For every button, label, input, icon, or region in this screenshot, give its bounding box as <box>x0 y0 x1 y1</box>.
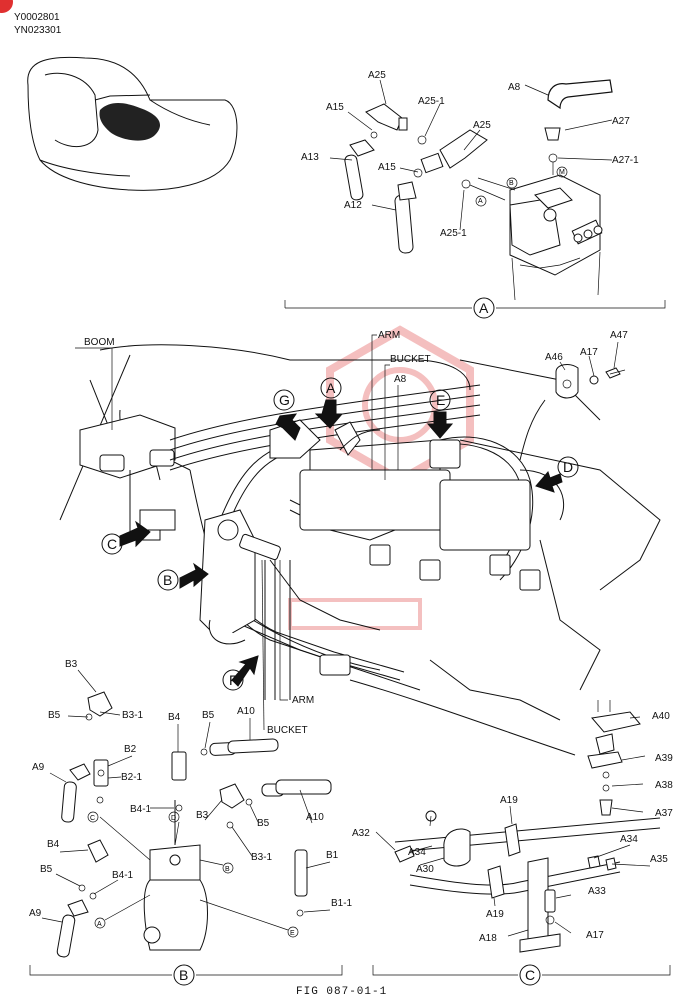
svg-text:B5: B5 <box>48 710 61 721</box>
port-tag-a: A <box>478 198 483 205</box>
svg-text:A9: A9 <box>29 908 42 919</box>
port-tag-m: M <box>559 169 565 176</box>
svg-text:A27-1: A27-1 <box>612 155 639 166</box>
corner-badge <box>0 0 13 13</box>
label-boom: BOOM <box>84 337 115 348</box>
svg-text:A38: A38 <box>655 780 673 791</box>
label-bucket-bottom: BUCKET <box>267 725 308 736</box>
port-tag-e: E <box>290 930 295 937</box>
svg-text:B2-1: B2-1 <box>121 772 143 783</box>
svg-text:A34: A34 <box>620 834 638 845</box>
label-bucket-top: BUCKET <box>390 354 431 365</box>
svg-text:A17: A17 <box>586 930 604 941</box>
svg-text:A15: A15 <box>378 162 396 173</box>
svg-text:A27: A27 <box>612 116 630 127</box>
port-tag-a2: A <box>97 921 102 928</box>
svg-text:B4-1: B4-1 <box>112 870 134 881</box>
svg-text:B4: B4 <box>47 839 60 850</box>
port-tag-c: C <box>90 815 95 822</box>
svg-text:B5: B5 <box>202 710 215 721</box>
view-marker-b: B <box>163 572 172 588</box>
header-code-1: Y0002801 <box>14 12 60 23</box>
detail-c: A40 A39 A38 A37 A19 A32 A34 A30 A34 A35 … <box>352 700 673 986</box>
svg-text:A10: A10 <box>306 812 324 823</box>
svg-text:B1: B1 <box>326 850 339 861</box>
svg-text:B3: B3 <box>65 659 78 670</box>
svg-text:A40: A40 <box>652 711 670 722</box>
detail-a-marker: A <box>479 300 489 316</box>
svg-text:A19: A19 <box>486 909 504 920</box>
svg-text:A33: A33 <box>588 886 606 897</box>
main-view: C B F G A E D BOOM ARM BUCKET A8 ARM BUC… <box>59 325 661 756</box>
svg-text:B3-1: B3-1 <box>122 710 144 721</box>
svg-text:A18: A18 <box>479 933 497 944</box>
svg-text:A25-1: A25-1 <box>440 228 467 239</box>
svg-text:B4-1: B4-1 <box>130 804 152 815</box>
label-arm-bottom: ARM <box>292 695 314 706</box>
svg-text:A30: A30 <box>416 864 434 875</box>
svg-text:A12: A12 <box>344 200 362 211</box>
port-tag-b2: B <box>225 866 230 873</box>
svg-text:B3-1: B3-1 <box>251 852 273 863</box>
label-a47: A47 <box>610 330 628 341</box>
svg-text:B1-1: B1-1 <box>331 898 353 909</box>
svg-text:A19: A19 <box>500 795 518 806</box>
svg-text:B2: B2 <box>124 744 137 755</box>
label-a46: A46 <box>545 352 563 363</box>
svg-text:A32: A32 <box>352 828 370 839</box>
svg-text:B3: B3 <box>196 810 209 821</box>
detail-a: B A M A25 A15 A25-1 A25 A13 A15 A12 A25-… <box>284 70 666 319</box>
detail-c-marker: C <box>525 967 535 983</box>
svg-text:A15: A15 <box>326 102 344 113</box>
svg-text:A34: A34 <box>408 847 426 858</box>
svg-text:A25: A25 <box>473 120 491 131</box>
label-arm-top: ARM <box>378 330 400 341</box>
detail-b: C D B A E B3 B5 B3-1 B2 A9 B2-1 B4 B5 A1… <box>29 659 353 986</box>
svg-text:B5: B5 <box>40 864 53 875</box>
svg-text:A37: A37 <box>655 808 673 819</box>
svg-text:A25-1: A25-1 <box>418 96 445 107</box>
label-a8-main: A8 <box>394 374 407 385</box>
svg-text:B5: B5 <box>257 818 270 829</box>
svg-text:B4: B4 <box>168 712 181 723</box>
view-marker-g: G <box>279 392 290 408</box>
detail-b-marker: B <box>179 967 188 983</box>
svg-text:A39: A39 <box>655 753 673 764</box>
header-code-2: YN023301 <box>14 25 62 36</box>
machine-thumbnail <box>27 56 238 191</box>
view-marker-a: A <box>326 380 336 396</box>
svg-text:A13: A13 <box>301 152 319 163</box>
view-marker-e: E <box>436 392 445 408</box>
view-marker-f: F <box>229 672 238 688</box>
svg-text:A10: A10 <box>237 706 255 717</box>
figure-caption: FIG 087-01-1 <box>296 986 387 998</box>
view-marker-c: C <box>107 536 117 552</box>
svg-text:A25: A25 <box>368 70 386 81</box>
view-marker-d: D <box>563 459 573 475</box>
port-tag-b: B <box>509 180 514 187</box>
svg-text:A9: A9 <box>32 762 45 773</box>
label-a17-main: A17 <box>580 347 598 358</box>
svg-text:A8: A8 <box>508 82 521 93</box>
port-tag-d: D <box>171 815 176 822</box>
svg-text:A35: A35 <box>650 854 668 865</box>
